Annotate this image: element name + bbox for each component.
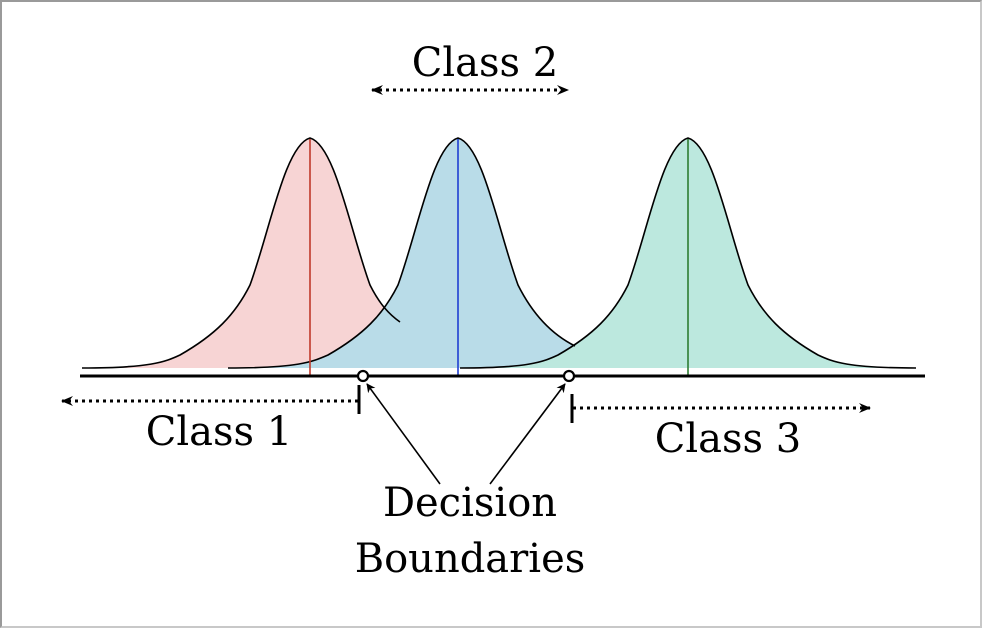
decision-pointer-arrow-2	[489, 383, 566, 485]
class-2-label: Class 2	[412, 40, 558, 86]
decision-label-line-2: Boundaries	[355, 536, 586, 582]
decision-boundary-point-2	[562, 369, 576, 383]
class-1-outline	[81, 137, 401, 369]
decision-label-line-1: Decision	[383, 480, 557, 526]
class-2-outline	[227, 137, 576, 369]
class-1-label: Class 1	[146, 409, 292, 455]
decision-boundary-point-1	[356, 369, 370, 383]
class-3-outline	[459, 137, 917, 369]
decision-pointer-arrow-1	[366, 383, 441, 485]
class-3-label: Class 3	[655, 416, 801, 462]
